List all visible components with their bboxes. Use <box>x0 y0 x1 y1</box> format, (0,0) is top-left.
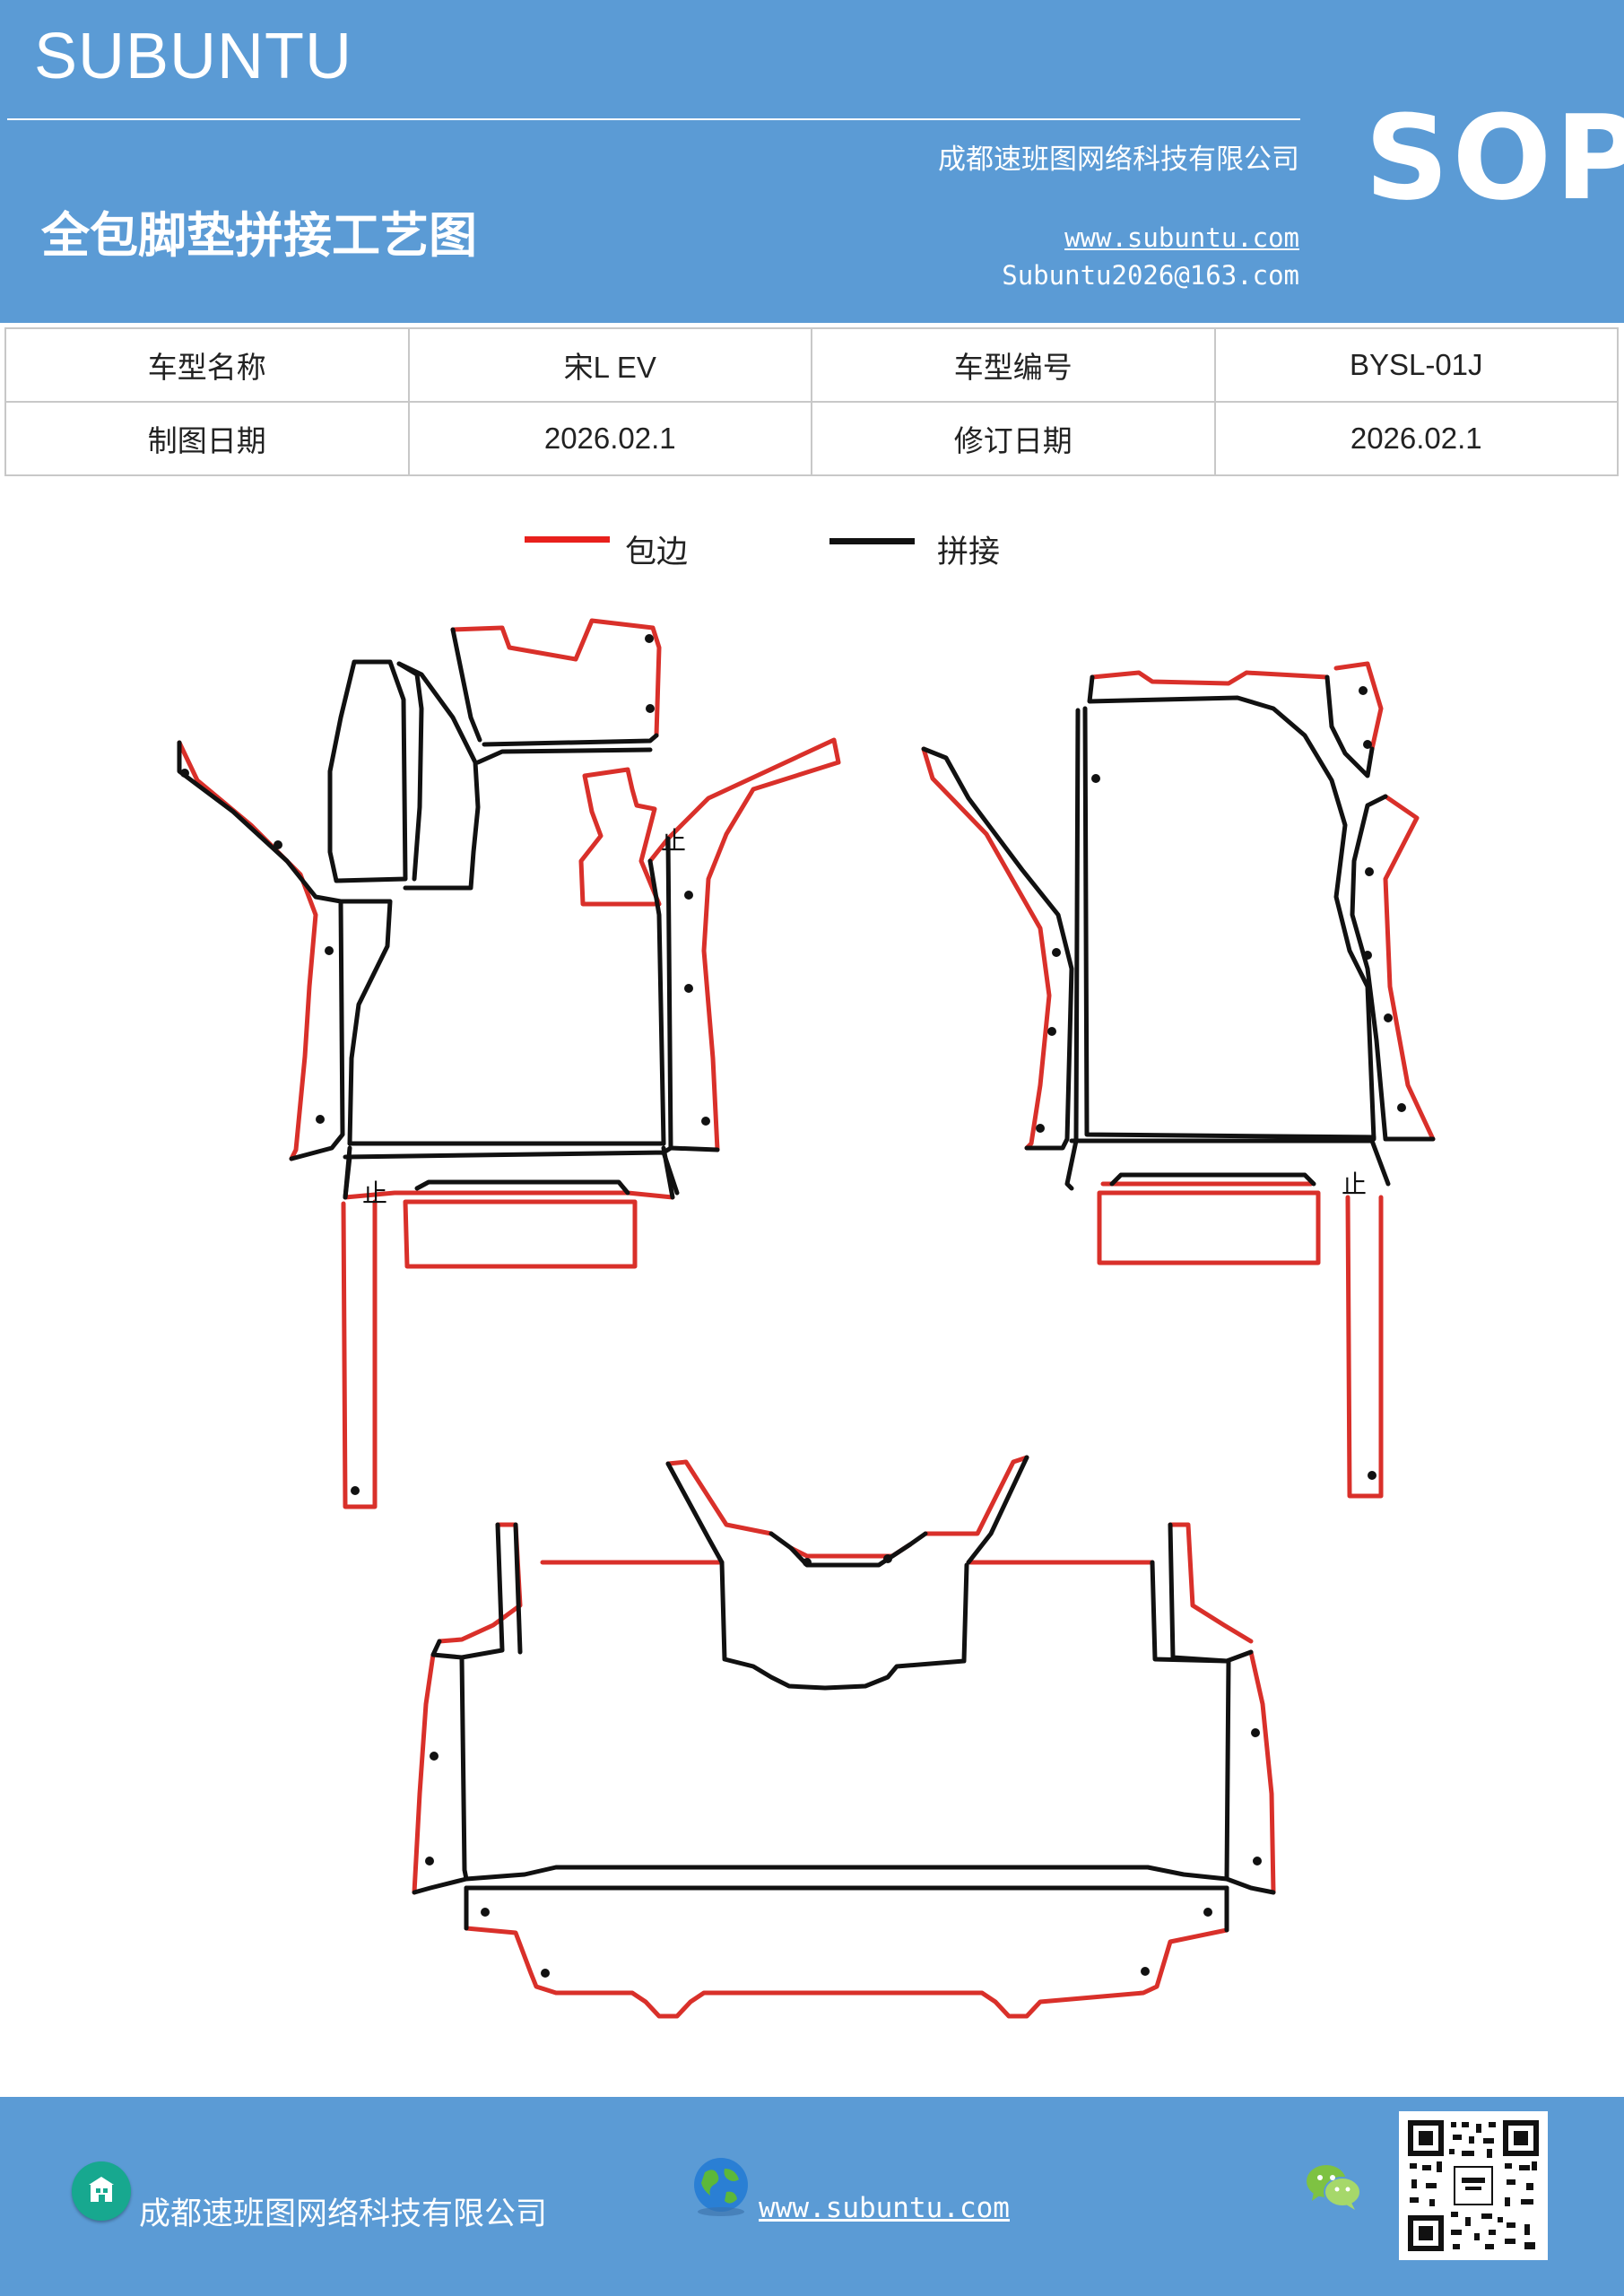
stop-marker-3: 止 <box>1342 1170 1367 1199</box>
draw-date-label: 制图日期 <box>4 401 410 476</box>
legend-swatch-edge <box>525 536 610 543</box>
revise-date-label: 修订日期 <box>811 401 1216 476</box>
fixing-hole-markers <box>180 634 1406 1978</box>
floor-mat-splicing-diagram: 止 止 止 <box>177 618 1436 2019</box>
splicing-seam-lines <box>177 627 1436 1933</box>
wechat-icon <box>1305 2161 1362 2212</box>
header-website-link[interactable]: www.subuntu.com <box>1064 222 1299 253</box>
header-email: Subuntu2026@163.com <box>1002 260 1299 291</box>
globe-icon <box>690 2156 751 2217</box>
legend-swatch-seam <box>829 538 915 544</box>
stop-markers: 止 止 止 <box>362 826 1367 1208</box>
header-banner <box>0 0 1624 323</box>
table-row: 车型名称 宋L EV 车型编号 BYSL-01J <box>4 327 1619 403</box>
model-name-value: 宋L EV <box>407 327 812 403</box>
model-code-value: BYSL-01J <box>1213 327 1619 403</box>
table-row: 制图日期 2026.02.1 修订日期 2026.02.1 <box>4 401 1619 476</box>
footer-website-link[interactable]: www.subuntu.com <box>759 2192 1010 2224</box>
revise-date-value: 2026.02.1 <box>1213 401 1619 476</box>
header-divider <box>7 118 1300 120</box>
stop-marker-1: 止 <box>661 826 686 856</box>
draw-date-value: 2026.02.1 <box>407 401 812 476</box>
sop-badge: SOP <box>1365 90 1624 226</box>
legend-label-edge: 包边 <box>625 535 689 570</box>
building-icon <box>72 2161 131 2221</box>
qr-code <box>1399 2111 1548 2260</box>
model-name-label: 车型名称 <box>4 327 410 403</box>
brand-logo-text: SUBUNTU <box>34 21 353 92</box>
stop-marker-2: 止 <box>362 1178 387 1208</box>
info-table: 车型名称 宋L EV 车型编号 BYSL-01J 制图日期 2026.02.1 … <box>4 327 1619 476</box>
footer-company-name: 成都速班图网络科技有限公司 <box>139 2196 548 2232</box>
edge-binding-lines <box>177 618 1436 2019</box>
header-company-name: 成都速班图网络科技有限公司 <box>938 144 1299 176</box>
model-code-label: 车型编号 <box>811 327 1216 403</box>
page-title: 全包脚垫拼接工艺图 <box>41 206 477 264</box>
legend-label-seam: 拼接 <box>937 535 1001 570</box>
